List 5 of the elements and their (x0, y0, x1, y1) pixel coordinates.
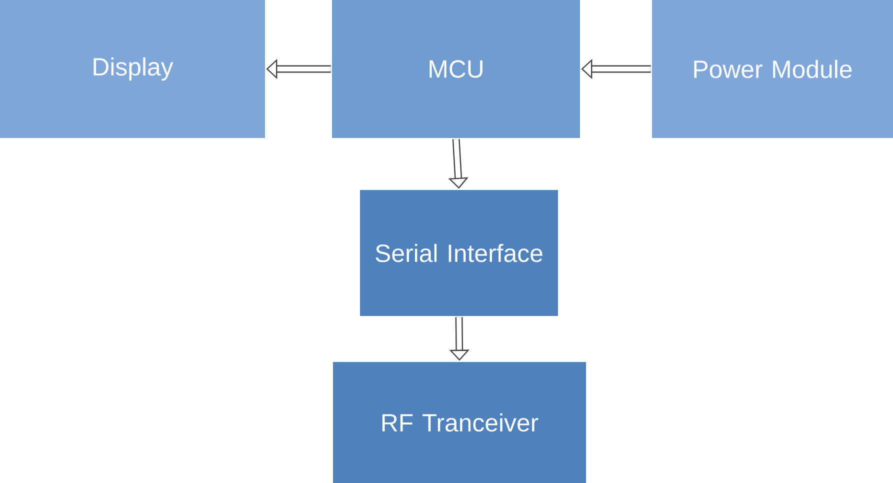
block-box: MCU (332, 0, 580, 138)
block-box: RF Tranceiver (333, 362, 586, 483)
block-box: Serial Interface (360, 190, 558, 316)
block-box: Power Module (652, 0, 893, 138)
block-box: Display (0, 0, 265, 138)
